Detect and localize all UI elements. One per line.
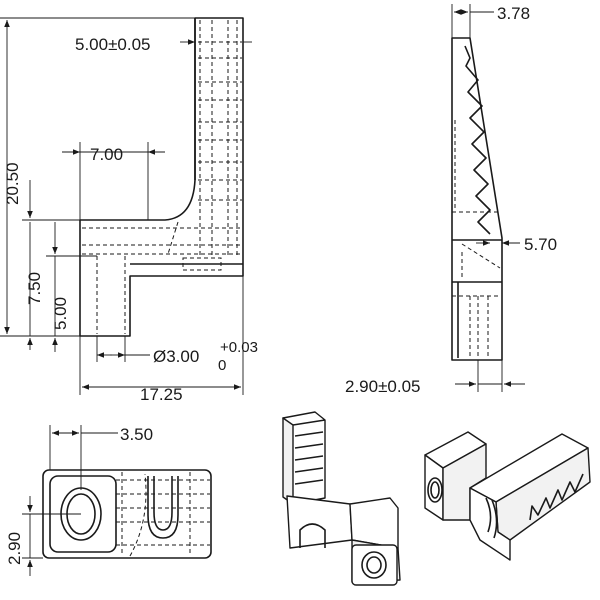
dim-tolerance-upper: +0.03	[220, 339, 258, 356]
dim-lower-height-label: 7.50	[25, 272, 44, 305]
dim-tooth-depth: 5.70	[476, 235, 557, 254]
front-view: 5.00±0.05 20.50 7.00 7.50	[0, 17, 258, 404]
front-view-hidden-lines	[82, 20, 243, 334]
dim-lower-height: 7.50	[22, 180, 80, 350]
dim-bottom-height: 2.90	[5, 496, 81, 576]
side-view: 3.78 5.70 2.90±0.05	[345, 4, 557, 396]
dim-total-height-label: 20.50	[3, 162, 22, 205]
dim-side-thickness-label: 3.78	[497, 4, 530, 23]
front-view-outline	[79, 17, 244, 337]
dim-slot-width: 7.00	[62, 142, 165, 220]
bottom-view: 3.50 2.90	[5, 425, 212, 576]
dim-hole-diameter-label: Ø3.00	[153, 347, 199, 366]
dim-side-width: 2.90±0.05	[345, 360, 525, 396]
dim-bottom-height-label: 2.90	[5, 532, 24, 565]
dim-side-thickness: 3.78	[451, 4, 530, 38]
dim-wall-thickness: 5.00±0.05	[75, 35, 252, 54]
dim-bottom-offset-label: 3.50	[120, 425, 153, 444]
dim-bottom-offset: 3.50	[49, 425, 153, 490]
dim-total-height: 20.50	[0, 17, 195, 337]
dim-slot-width-label: 7.00	[90, 145, 123, 164]
dim-hole-diameter: Ø3.00 +0.03 0	[96, 336, 258, 374]
dim-tooth-depth-label: 5.70	[524, 235, 557, 254]
isometric-view-front	[282, 411, 401, 586]
dim-side-width-label: 2.90±0.05	[345, 377, 421, 396]
dim-total-width: 17.25	[79, 276, 244, 404]
side-view-outline	[451, 37, 503, 361]
dim-wall-thickness-label: 5.00±0.05	[75, 35, 151, 54]
dim-total-width-label: 17.25	[140, 385, 183, 404]
dim-boss-height: 5.00	[46, 222, 97, 352]
dim-boss-height-label: 5.00	[51, 297, 70, 330]
isometric-view-back	[424, 431, 591, 561]
dim-tolerance-lower: 0	[218, 357, 226, 374]
